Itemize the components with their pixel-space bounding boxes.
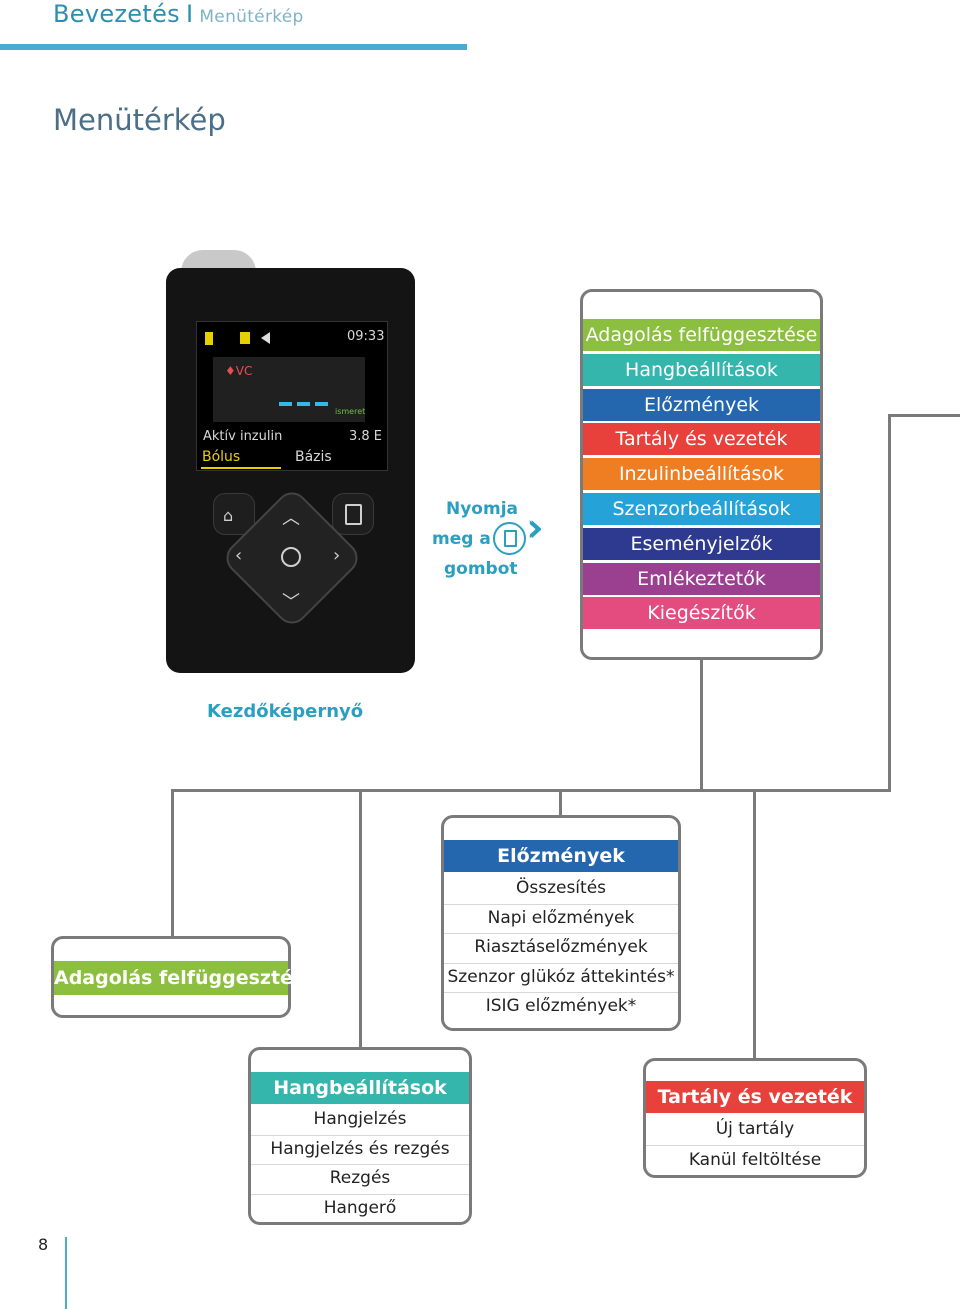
history-menu-item[interactable]: Szenzor glükóz áttekintés* [447, 966, 675, 987]
battery-icon [205, 332, 213, 345]
connector-line [888, 414, 960, 417]
menu-button-icon [493, 522, 526, 555]
menu-button[interactable] [332, 493, 374, 535]
reservoir-menu-item[interactable]: Kanül feltöltése [688, 1150, 822, 1170]
main-menu-item[interactable]: Kiegészítők [583, 597, 820, 630]
sound-menu-item[interactable]: Hangerő [323, 1197, 397, 1218]
row-divider [444, 992, 678, 994]
sensor-panel [213, 357, 365, 422]
active-insulin-value: 3.8 E [349, 429, 383, 444]
reservoir-box-title[interactable]: Tartály és vezeték [646, 1081, 864, 1113]
press-hint-line2: meg a [432, 529, 491, 549]
main-menu-item[interactable]: Hangbeállítások [583, 353, 820, 386]
row-divider [251, 1134, 469, 1136]
double-chevron-icon: ›› [526, 505, 544, 551]
left-arrow-icon[interactable]: ‹ [235, 545, 243, 566]
connector-line [359, 789, 362, 1049]
bolus-underline [201, 467, 281, 469]
sound-menu-item[interactable]: Hangjelzés [313, 1109, 407, 1129]
header-separator: I [185, 0, 194, 28]
connector-line [172, 789, 891, 792]
back-icon: ⌂ [223, 506, 234, 525]
history-menu-item[interactable]: ISIG előzmények* [485, 996, 637, 1017]
history-menu-item[interactable]: Összesítés [515, 878, 607, 898]
pump-screen: 09:33 ♦VC ismeret Aktív inzulin 3.8 E Bó… [196, 321, 388, 471]
select-button[interactable] [281, 547, 301, 567]
connector-line [171, 789, 174, 939]
home-screen-caption: Kezdőképernyő [207, 701, 364, 722]
sound-menu-item[interactable]: Rezgés [329, 1168, 391, 1189]
cgm-label: ♦VC [225, 364, 253, 378]
row-divider [251, 1164, 469, 1166]
active-insulin-label: Aktív inzulin [203, 429, 283, 444]
page-number: 8 [38, 1235, 49, 1254]
main-menu-item[interactable]: Eseményjelzők [583, 527, 820, 560]
trend-label: ismeret [335, 407, 366, 416]
page-side-rule [65, 1237, 67, 1309]
lock-icon [240, 332, 250, 344]
reservoir-menu-item[interactable]: Új tartály [715, 1119, 795, 1139]
bolus-label: Bólus [202, 449, 241, 465]
page-title: Menütérkép [53, 103, 226, 137]
connector-line [700, 656, 703, 791]
header-section: Bevezetés [53, 0, 180, 28]
row-divider [646, 1145, 864, 1146]
history-menu-item[interactable]: Riasztáselőzmények [474, 937, 648, 958]
suspend-box-title[interactable]: Adagolás felfüggesztése [54, 961, 317, 995]
press-hint-line1: Nyomja [446, 499, 519, 519]
basal-label: Bázis [295, 449, 332, 465]
main-menu-item[interactable]: Inzulinbeállítások [583, 458, 820, 491]
main-menu-item[interactable]: Tartály és vezeték [583, 423, 820, 456]
main-menu-item[interactable]: Előzmények [583, 388, 820, 421]
main-menu-item[interactable]: Adagolás felfüggesztése [583, 319, 820, 351]
main-menu-item[interactable]: Emlékeztetők [583, 562, 820, 595]
header-subsection: Menütérkép [199, 7, 304, 27]
speaker-icon [261, 332, 270, 344]
history-box-title[interactable]: Előzmények [444, 840, 678, 872]
up-arrow-icon[interactable]: ︿ [282, 508, 300, 529]
row-divider [444, 903, 678, 905]
trend-dashes [279, 402, 329, 406]
connector-line [753, 789, 756, 1061]
sound-box-title[interactable]: Hangbeállítások [251, 1072, 469, 1104]
row-divider [251, 1193, 469, 1195]
header-rule [0, 44, 467, 50]
down-arrow-icon[interactable]: ﹀ [282, 592, 300, 613]
suspend-box: Adagolás felfüggesztése [51, 936, 317, 1018]
connector-line [888, 414, 891, 792]
right-arrow-icon[interactable]: › [333, 545, 341, 566]
row-divider [444, 933, 678, 935]
press-hint: Nyomja meg a gombot [428, 494, 532, 584]
history-menu-item[interactable]: Napi előzmények [487, 907, 635, 928]
row-divider [444, 962, 678, 964]
sound-menu-item[interactable]: Hangjelzés és rezgés [270, 1138, 450, 1159]
menu-icon [345, 504, 362, 525]
press-hint-line3: gombot [444, 559, 518, 579]
main-menu-item[interactable]: Szenzorbeállítások [583, 493, 820, 525]
device-time: 09:33 [347, 329, 385, 344]
